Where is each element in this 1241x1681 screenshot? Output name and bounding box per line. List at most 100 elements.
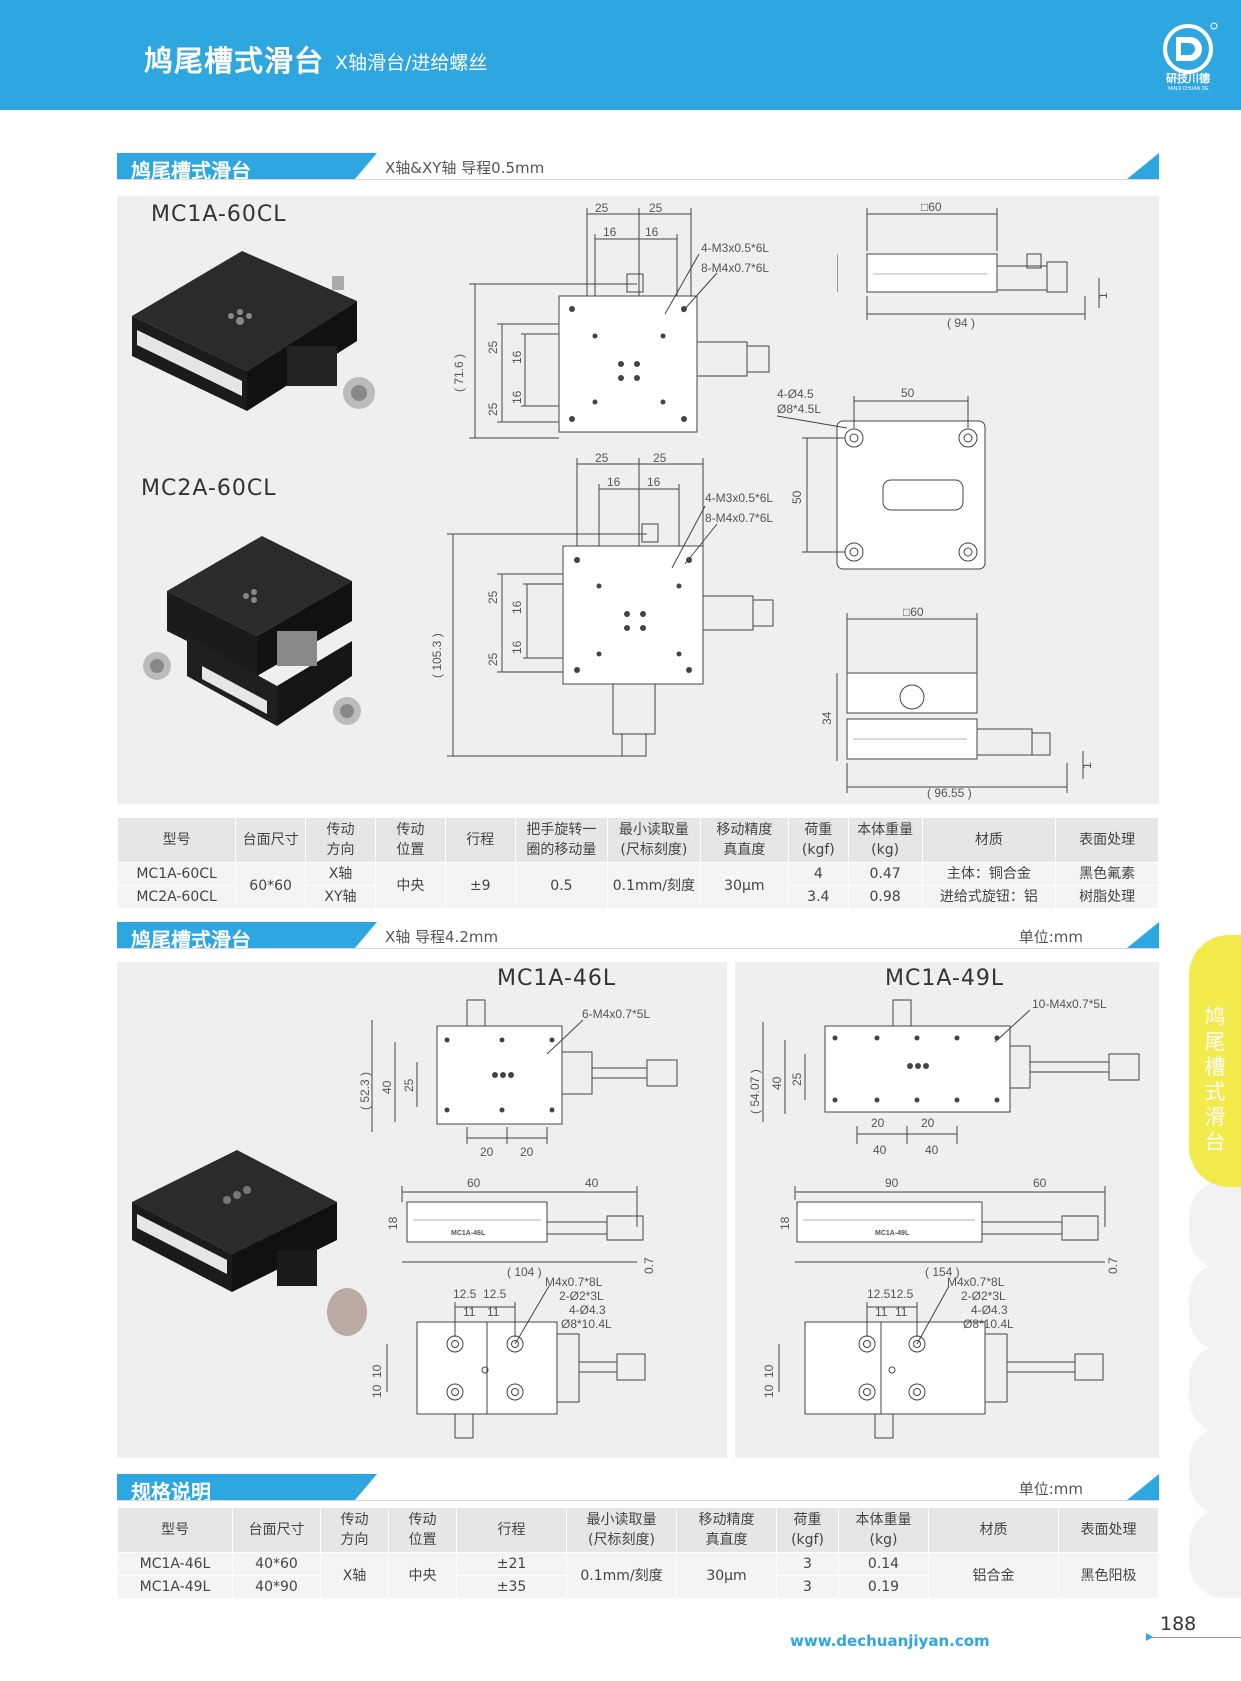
side-category-tab[interactable]: 鸠尾槽式滑台 (1189, 935, 1241, 1187)
th2-position: 传动 位置 (388, 1507, 457, 1553)
drawing-panel-1: MC1A-60CL MC2A-60CL (117, 196, 1159, 804)
d49-18: 18 (778, 1216, 792, 1230)
table-row: MC2A-60CL XY轴 3.4 0.98 进给式旋钮：铝 树脂处理 (116, 885, 1159, 909)
cell-min-read: 0.1mm/刻度 (566, 1552, 677, 1599)
section-tab-2-label: 鸠尾槽式滑台 (131, 928, 251, 952)
th1-per-turn: 把手旋转一 圈的移动量 (514, 817, 609, 863)
th1-weight: 本体重量 (kg) (847, 817, 923, 863)
th2-size: 台面尺寸 (232, 1507, 321, 1553)
cell-size: 40*60 (232, 1552, 321, 1576)
dim-16-b: 16 (645, 225, 659, 239)
dim-16-a: 16 (603, 225, 617, 239)
cell-weight: 0.19 (838, 1575, 929, 1599)
side-strip-1 (1189, 1180, 1241, 1270)
product-photo-mc1a-46l (132, 1150, 367, 1336)
th2-surface: 表面处理 (1058, 1507, 1159, 1553)
section-tab-1: 鸠尾槽式滑台 (117, 153, 377, 179)
d46-18: 18 (386, 1216, 400, 1230)
table-row: MC1A-46L 40*60 X轴 中央 ±21 0.1mm/刻度 30μm 3… (117, 1552, 1159, 1599)
section-tab-2: 鸠尾槽式滑台 (117, 922, 377, 948)
section-1-subtitle: X轴&XY轴 导程0.5mm (385, 159, 545, 177)
cell-per-turn: 0.5 (514, 862, 609, 909)
side-view-drawing-mc1a-60cl: □60 17 1 ( 94 ) (837, 200, 1110, 330)
d46-40: 40 (380, 1080, 394, 1094)
brand-sub: YANJI CHUAN DE (1167, 86, 1209, 92)
table1-header-row: 型号 台面尺寸 传动 方向 传动 位置 行程 把手旋转一 圈的移动量 最小读取量… (116, 817, 1159, 863)
drawing-set-mc1a-49l: 10-M4x0.7*5L ( 54.07 ) 40 25 20 20 40 40… (748, 997, 1140, 1439)
brand-cn: 研技川德 (1166, 71, 1210, 85)
cell-weight: 0.98 (847, 885, 923, 909)
cell-position: 中央 (388, 1552, 457, 1599)
model-label-mc1a-49l: MC1A-49L (885, 966, 1005, 991)
cell-weight: 0.47 (847, 862, 923, 886)
d46-10-b: 10 (370, 1384, 384, 1398)
cell-accuracy: 30μm (699, 862, 790, 909)
spec-table-1: 型号 台面尺寸 传动 方向 传动 位置 行程 把手旋转一 圈的移动量 最小读取量… (116, 817, 1159, 909)
side2-34: 34 (820, 711, 834, 725)
dim-25-d: 25 (486, 402, 500, 416)
section-tab-3: 规格说明 (117, 1474, 377, 1500)
d49-11-b: 11 (895, 1305, 908, 1319)
d49-40-a: 40 (873, 1143, 887, 1157)
cell-material: 铝合金 (928, 1552, 1059, 1599)
side-strip-4 (1189, 1426, 1241, 1516)
section-bar-2: 鸠尾槽式滑台 X轴 导程4.2mm 单位:mm (117, 922, 1159, 949)
section-bar-1: 鸠尾槽式滑台 X轴&XY轴 导程0.5mm (117, 153, 1159, 180)
side-view-drawing-mc2a-60cl: □60 34 1 ( 96.55 ) (820, 605, 1094, 800)
footer-rule (1148, 1637, 1241, 1638)
cell-size: 60*60 (235, 862, 307, 909)
dim-thread-a: 4-M3x0.5*6L (701, 241, 769, 255)
cell-min-read: 0.1mm/刻度 (607, 862, 701, 909)
section-tab-3-label: 规格说明 (131, 1480, 211, 1504)
dim-thread-b: 8-M4x0.7*6L (701, 261, 769, 275)
header-title: 鸠尾槽式滑台 (144, 44, 325, 78)
bottom-hole-b: Ø8*4.5L (777, 402, 821, 416)
section-2-corner (1127, 922, 1159, 948)
d46-11-a: 11 (463, 1305, 476, 1319)
cell-stroke: ±9 (444, 862, 516, 909)
th2-stroke: 行程 (456, 1507, 567, 1553)
section-bar-3: 规格说明 单位:mm (117, 1474, 1159, 1501)
cell-model: MC2A-60CL (116, 885, 237, 909)
top-view-drawing-mc1a-60cl: 25 25 16 16 4-M3x0.5*6L 8-M4x0.7*6L ( 71… (452, 201, 770, 439)
side2-96-55: ( 96.55 ) (927, 786, 972, 800)
d46-20-b: 20 (520, 1145, 534, 1159)
d49-11-a: 11 (875, 1305, 888, 1319)
d49-4-4-3: 4-Ø4.3 (971, 1303, 1008, 1317)
d46-engraving: MC1A-46L (451, 1230, 486, 1237)
th1-material: 材质 (921, 817, 1057, 863)
d46-52-3: ( 52.3 ) (358, 1072, 372, 1110)
product-photo-mc1a-60cl (132, 251, 375, 411)
dim-16-d: 16 (510, 390, 524, 404)
dim2-25-a: 25 (595, 451, 609, 465)
d46-20-a: 20 (480, 1145, 494, 1159)
d49-2-2: 2-Ø2*3L (961, 1289, 1006, 1303)
th2-load: 荷重 (kgf) (776, 1507, 839, 1553)
page-number: 188 (1160, 1613, 1197, 1635)
d49-154: ( 154 ) (925, 1265, 960, 1279)
d49-54-07: ( 54.07 ) (748, 1069, 762, 1114)
side2-size: □60 (903, 605, 924, 619)
cell-model: MC1A-46L (117, 1552, 233, 1576)
footer-url[interactable]: www.dechuanjiyan.com (790, 1632, 990, 1650)
bottom-view-drawing: 4-Ø4.5 Ø8*4.5L 50 50 (777, 386, 986, 570)
th2-accuracy: 移动精度 真直度 (676, 1507, 777, 1553)
d46-12-5-a: 12.5 (453, 1287, 477, 1301)
d46-4-4-3: 4-Ø4.3 (569, 1303, 606, 1317)
dim-25-c: 25 (486, 340, 500, 354)
cell-stroke: ±21 (456, 1552, 567, 1576)
d46-0-7: 0.7 (642, 1257, 656, 1274)
dim2-thread-b: 8-M4x0.7*6L (705, 511, 773, 525)
th1-stroke: 行程 (444, 817, 516, 863)
bottom-50-a: 50 (901, 386, 915, 400)
dim-25-a: 25 (595, 201, 609, 215)
d49-0-7: 0.7 (1106, 1257, 1120, 1274)
product-photo-mc2a-60cl (143, 536, 361, 726)
dim2-25-d: 25 (486, 652, 500, 666)
th2-direction: 传动 方向 (320, 1507, 389, 1553)
brand-logo: 研技川德 YANJI CHUAN DE (1158, 22, 1218, 92)
section-2-subtitle: X轴 导程4.2mm (385, 928, 499, 946)
model-label-mc2a-60cl: MC2A-60CL (141, 476, 277, 501)
drawing-panel-3: MC1A-49L (735, 962, 1159, 1458)
side1-size: □60 (921, 200, 942, 214)
